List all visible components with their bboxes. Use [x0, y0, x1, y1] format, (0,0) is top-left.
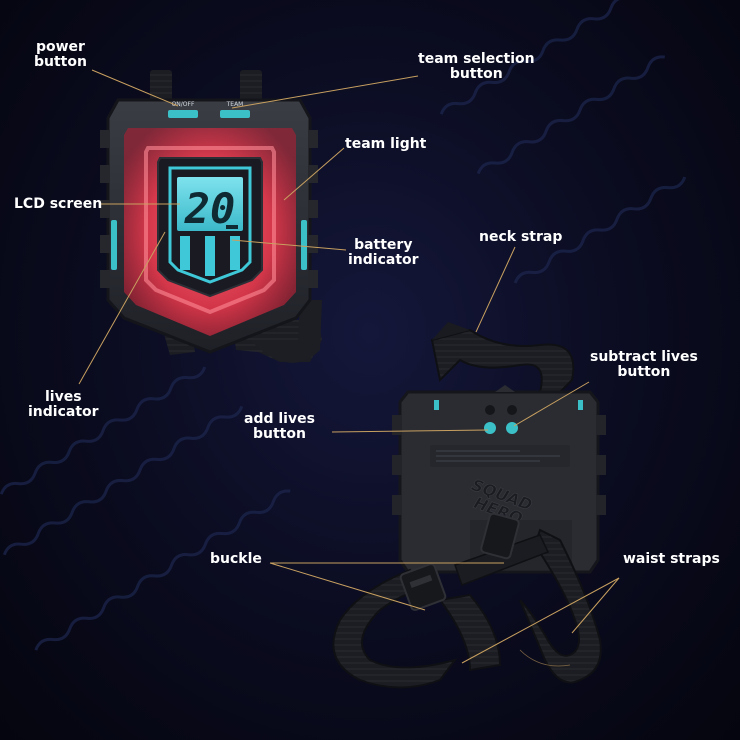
label-line: button — [449, 66, 503, 82]
front-device: 20 ON/OFF TEAM — [100, 70, 322, 363]
leader-lines — [78, 69, 620, 664]
label-line: LCD screen — [14, 196, 103, 212]
buckle-right[interactable] — [480, 512, 520, 560]
neck-strap — [430, 328, 575, 393]
side-light-right — [301, 220, 307, 270]
neck-strap-upper — [432, 322, 470, 340]
label-line: button — [617, 364, 671, 380]
leader-add — [331, 429, 489, 433]
leader-team-light — [283, 147, 345, 201]
side-light-left — [111, 220, 117, 270]
label-line: add lives — [244, 411, 315, 427]
team-button[interactable] — [220, 110, 250, 118]
leader-lives — [78, 231, 166, 385]
emblem-bar-left — [180, 236, 190, 270]
power-button-label: ON/OFF — [172, 101, 195, 108]
back-device: SQUAD HERO — [332, 322, 606, 689]
label-team-light: team light — [345, 137, 426, 152]
label-lives-indicator: lives indicator — [28, 390, 99, 420]
label-team-selection-button: team selection button — [418, 52, 535, 82]
lcd-number: 20 — [184, 184, 236, 233]
sticker-lines — [436, 450, 560, 462]
leader-subtract — [513, 381, 590, 427]
back-teal-left — [434, 400, 439, 410]
emblem-bar-mid — [205, 236, 215, 276]
team-light-inner-frame — [144, 146, 276, 315]
team-button-label: TEAM — [226, 101, 244, 108]
strap-stitch — [519, 649, 571, 667]
label-lcd-screen: LCD screen — [14, 197, 102, 212]
label-line: power — [35, 39, 85, 55]
buckle-left-slot — [409, 574, 433, 588]
label-line: button — [252, 426, 306, 442]
buckle-left[interactable] — [399, 563, 447, 611]
waist-strap-left — [332, 568, 458, 689]
side-ridges — [100, 130, 318, 288]
emblem-bar-right — [230, 236, 240, 270]
power-button[interactable] — [168, 110, 198, 118]
leader-neck — [475, 246, 516, 333]
label-line: indicator — [348, 252, 419, 268]
back-notch — [495, 385, 515, 392]
label-buckle: buckle — [210, 552, 262, 567]
emblem-cyan-frame — [168, 166, 252, 284]
label-line: neck strap — [479, 229, 563, 245]
label-subtract-lives-button: subtract lives button — [590, 350, 698, 380]
leader-waist-1 — [461, 577, 620, 664]
leader-team — [231, 75, 419, 109]
label-line: waist straps — [623, 551, 720, 567]
back-teal-right — [578, 400, 583, 410]
label-line: lives — [44, 389, 82, 405]
background-waves — [0, 0, 687, 651]
label-line: subtract lives — [590, 349, 698, 365]
subtract-lives-button[interactable] — [506, 422, 518, 434]
label-line: buckle — [210, 551, 262, 567]
waist-strap-front — [438, 593, 502, 672]
label-line: battery — [354, 237, 413, 253]
label-neck-strap: neck strap — [479, 230, 562, 245]
label-line: team light — [345, 136, 427, 152]
label-power-button: power button — [34, 40, 87, 70]
bottom-strap-loop — [250, 300, 322, 363]
leader-power — [91, 69, 179, 107]
label-waist-straps: waist straps — [623, 552, 720, 567]
label-line: indicator — [28, 404, 99, 420]
leader-buckle-2 — [269, 562, 426, 611]
waist-strap-right — [519, 528, 602, 684]
label-line: team selection — [418, 51, 535, 67]
leader-battery — [231, 239, 347, 251]
add-lives-button[interactable] — [484, 422, 496, 434]
back-side-ridges — [392, 415, 606, 515]
label-line: button — [34, 54, 87, 70]
plus-icon — [485, 405, 495, 415]
leader-waist-2 — [571, 577, 620, 634]
battery-indicator — [226, 225, 238, 229]
minus-icon — [507, 405, 517, 415]
label-add-lives-button: add lives button — [244, 412, 315, 442]
label-battery-indicator: battery indicator — [348, 238, 419, 268]
